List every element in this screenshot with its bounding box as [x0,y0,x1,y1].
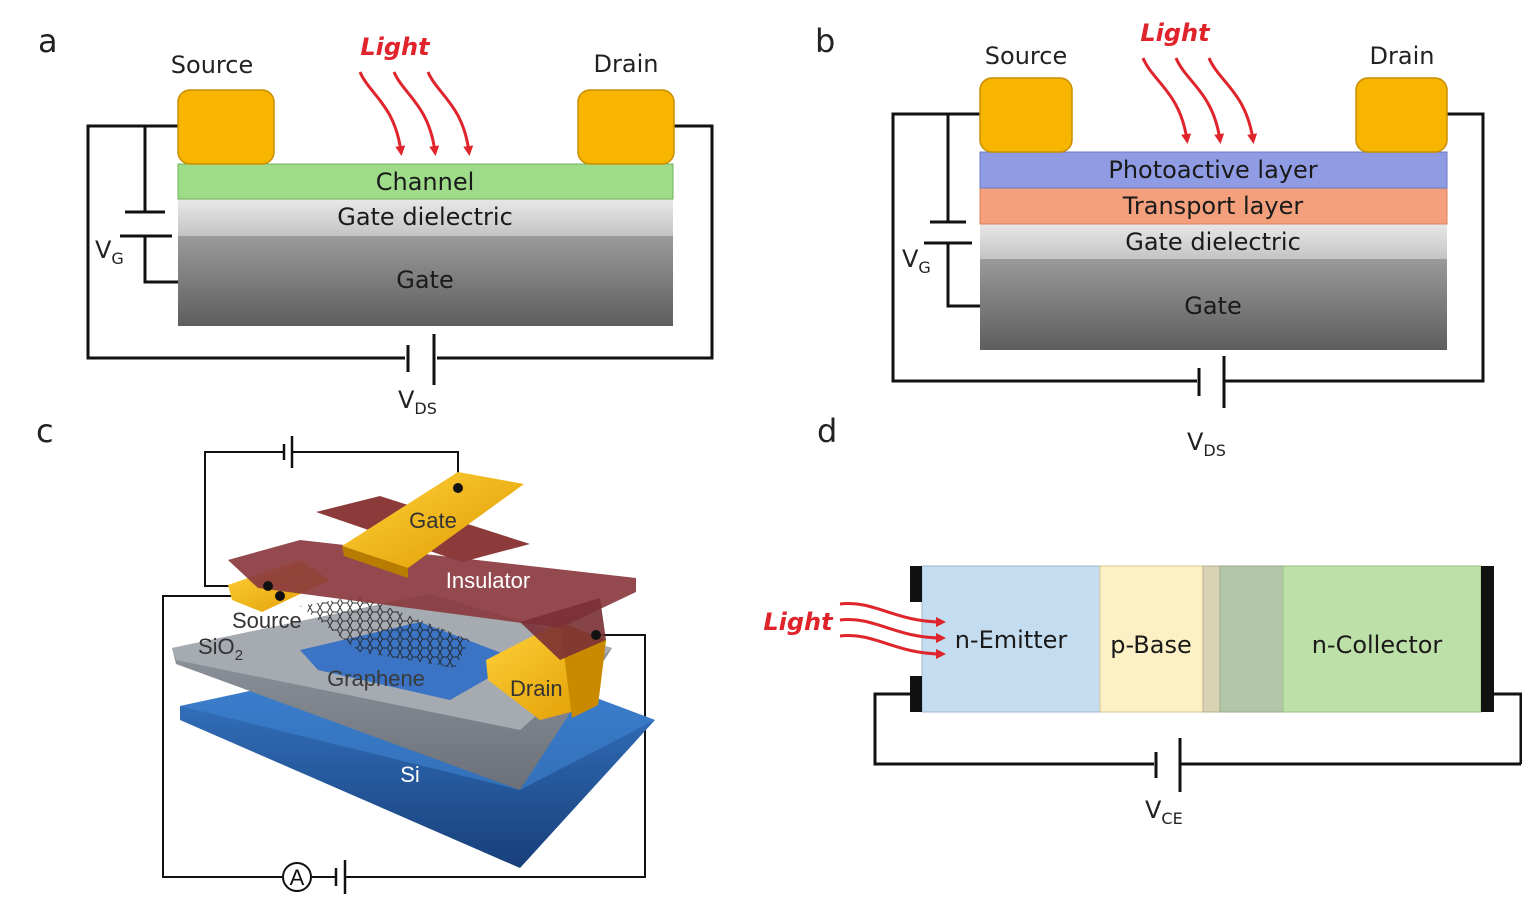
panel-b-photoactive-layer [979,151,1448,189]
panel-a-gate-layer [178,236,673,326]
panel-d-collector-region [1282,565,1482,713]
panel-a-wire-right [437,124,714,360]
panel-d-wire-right [1494,692,1522,764]
panel-c-graphene-sheet [300,596,470,668]
panel-a-vg-label: VG [95,236,124,268]
panel-d-emitter-region [921,565,1101,713]
panel-b-light-label: Light [1140,19,1211,47]
panel-b-transport-label: Transport layer [1122,192,1304,220]
panel-c-label: c [36,412,54,450]
panel-c-sd-wire-right [346,634,646,878]
panel-a-source-label: Source [171,51,253,79]
panel-d-junction-region [1202,565,1221,713]
panel-c-source-contact-dot-2 [275,591,285,601]
panel-c-gate-wire-right [293,451,459,488]
panel-c-sd-wire-left [162,595,282,878]
panel-b-drain-contact [1355,77,1448,153]
panel-a-channel-label: Channel [376,168,475,196]
panel-d-light-arrow-1 [839,602,946,627]
panel-d-collector-contact [1481,566,1494,712]
panel-b-photoactive-label: Photoactive layer [1108,156,1317,184]
panel-c-insulator-bar [228,540,636,628]
panel-a-vg-wire-bottom [143,236,178,284]
panel-b-source-contact [979,77,1073,153]
panel-d-light-arrow-2 [839,618,946,643]
panel-c-gate-electrode-side [342,546,408,578]
panel-c-gate-label: Gate [409,508,457,533]
panel-a-light-label: Light [360,33,431,61]
panel-b-gate-label: Gate [1184,292,1241,320]
panel-a-wire-left [86,124,405,360]
panel-b-light-arrow-2 [1174,57,1225,144]
panel-d-emitter-label: n-Emitter [955,626,1068,654]
panel-d-emitter-contact-top [910,566,922,602]
panel-c-si-label: Si [400,762,420,787]
panel-d-wire-left [873,692,1154,766]
panel-c-gate-contact-dot [453,483,463,493]
panel-a-drain-label: Drain [594,50,659,78]
panel-c-source-contact-dot-1 [263,581,273,591]
panel-d-base-label: p-Base [1110,631,1191,659]
panel-c-ammeter-label: A [290,865,305,890]
panel-b-vg-label: VG [902,245,931,277]
panel-c-insulator-label: Insulator [446,568,530,593]
panel-c-ammeter-icon [282,862,312,892]
panel-c-drain-contact-dot [591,630,601,640]
panel-c: c A Si SiO2 Graphene Source Drain [36,412,655,894]
panel-c-gate-electrode [342,472,524,568]
panel-d-vce-label: VCE [1145,796,1183,828]
panel-a: a Channel Gate dielectric Gate Source Dr… [38,22,714,418]
panel-b-dielectric-layer [980,224,1447,259]
panel-c-drain-label: Drain [510,676,563,701]
panel-b-vg-wire-bottom [946,243,980,308]
panel-b-drain-label: Drain [1370,42,1435,70]
panel-d-light-arrow-3 [839,634,946,659]
panel-a-light-arrow-2 [392,71,440,156]
panel-a-vds-label: VDS [398,386,437,418]
panel-a-dielectric-label: Gate dielectric [337,203,513,231]
panel-a-dielectric-layer [178,199,673,236]
panel-c-graphene-label: Graphene [327,666,425,691]
panel-c-insulator-over-drain [520,598,606,660]
panel-b-light-arrow-1 [1141,57,1192,144]
panel-b-transport-layer [979,187,1448,225]
panel-c-source-label: Source [232,608,302,633]
panel-b-wire-right [1225,112,1485,383]
panel-b-label: b [815,22,835,60]
panel-d-light-label: Light [763,608,834,636]
panel-d-base-region [1099,565,1204,713]
panel-a-light-arrow-1 [358,71,406,156]
panel-b-wire-left [891,112,1197,383]
panel-b-light-arrow-3 [1207,57,1258,144]
panel-a-gate-label: Gate [396,266,453,294]
panel-d-depletion-region [1219,565,1284,713]
panel-a-channel-layer [177,163,674,200]
panel-a-label: a [38,22,58,60]
panel-a-source-contact [177,89,275,165]
panel-d-collector-label: n-Collector [1312,631,1443,659]
panel-b-source-label: Source [985,42,1067,70]
panel-d-label: d [817,412,837,450]
panel-c-sio2-label: SiO2 [198,634,243,664]
panel-a-drain-contact [577,89,675,165]
panel-b-vds-label: VDS [1187,428,1226,460]
panel-d-emitter-contact-bottom [910,676,922,712]
panel-b: b Photoactive layer Transport layer Gate… [815,19,1485,460]
panel-b-dielectric-label: Gate dielectric [1125,228,1301,256]
panel-d: d n-Emitter p-Base n-Collector VCE Light [763,412,1522,828]
panel-a-light-arrow-3 [426,71,474,156]
panel-b-gate-layer [980,259,1447,350]
